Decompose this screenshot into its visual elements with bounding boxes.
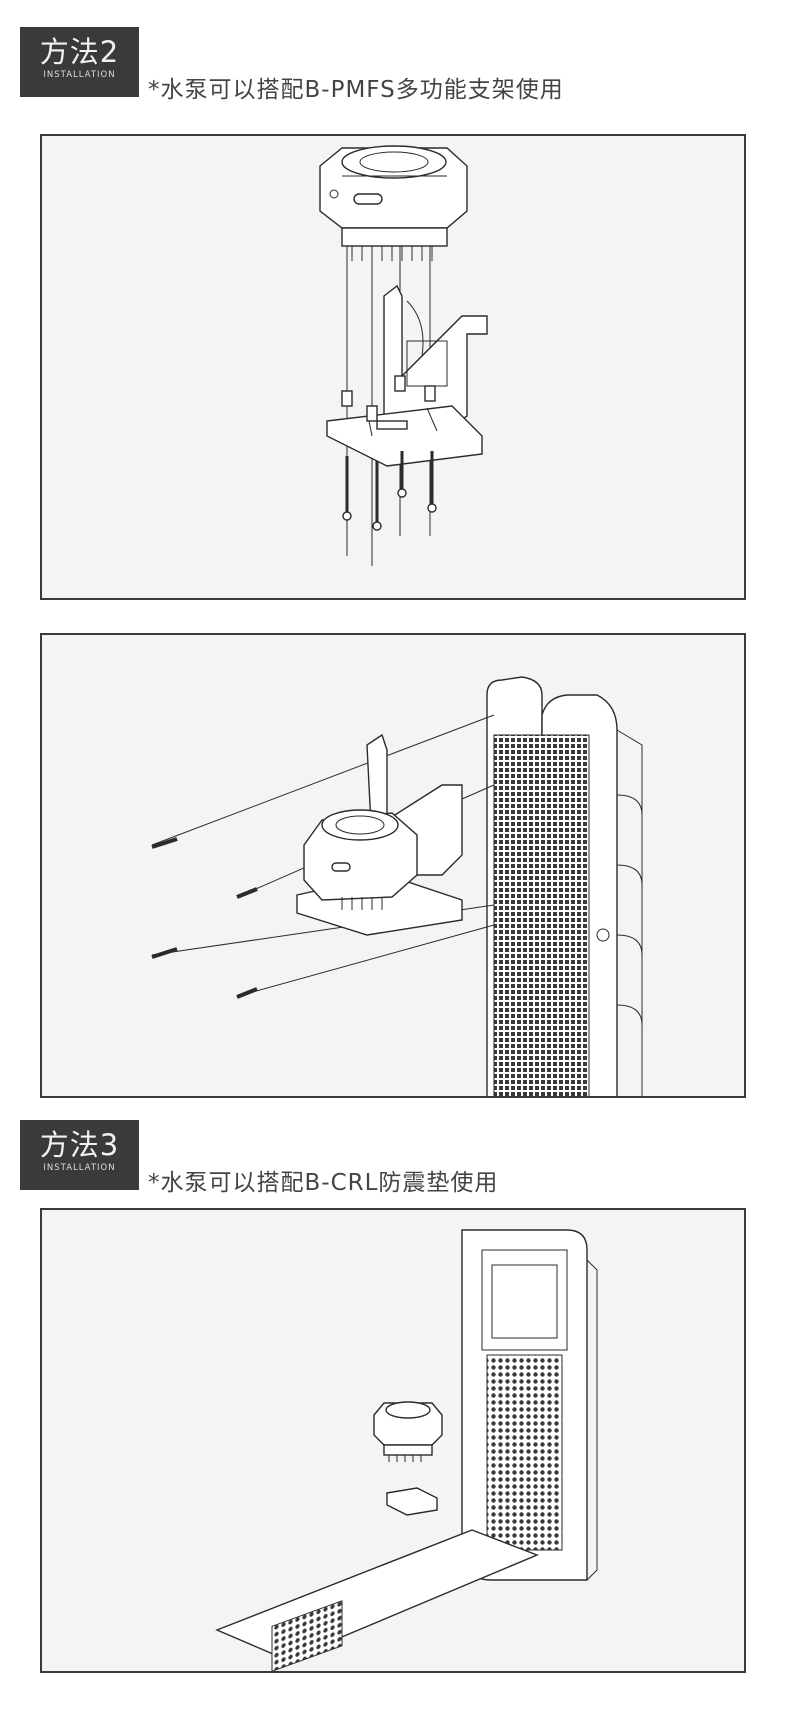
diagram-radiator-mount: [40, 633, 746, 1098]
radiator-mount-drawing: [151, 676, 643, 1096]
section-caption: *水泵可以搭配B-CRL防震垫使用: [148, 1170, 499, 1196]
bracket-assembly-drawing: [319, 145, 488, 566]
case-illustration: [461, 1229, 598, 1581]
diagram-case-pad: [40, 1208, 746, 1673]
radiator-illustration: [486, 676, 643, 1096]
section-tag-method2: 方法2 INSTALLATION: [20, 27, 139, 97]
case-pad-drawing: [215, 1229, 598, 1671]
section-title: 方法2: [39, 35, 120, 69]
section-tag-method3: 方法3 INSTALLATION: [20, 1120, 139, 1190]
section-title: 方法3: [39, 1128, 120, 1162]
diagram-bracket-assembly: [40, 134, 746, 600]
section-subtitle: INSTALLATION: [43, 1163, 116, 1173]
pump-illustration: [319, 145, 468, 261]
section-caption: *水泵可以搭配B-PMFS多功能支架使用: [148, 77, 564, 103]
section-subtitle: INSTALLATION: [43, 70, 116, 80]
pump-illustration-small: [373, 1401, 443, 1462]
